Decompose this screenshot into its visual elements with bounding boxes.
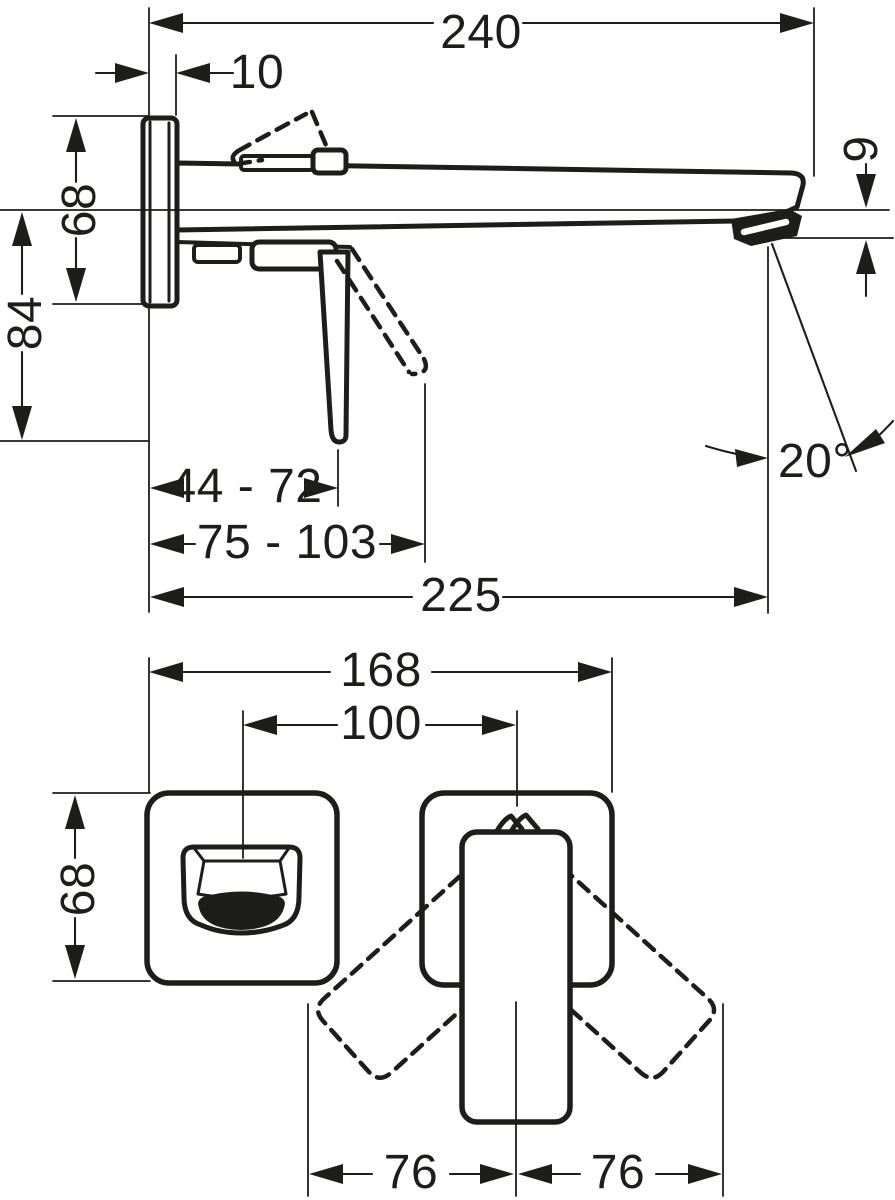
dim-76-pair: 76 76 xyxy=(307,1001,724,1199)
dim-100-label: 100 xyxy=(340,697,422,750)
dim-20deg-label: 20° xyxy=(778,435,852,488)
handle-swung-right-dashed xyxy=(470,844,717,1080)
dim-68-front: 68 xyxy=(52,792,151,982)
dim-240: 240 xyxy=(149,6,815,177)
under-tab xyxy=(192,243,242,264)
dim-84-label: 84 xyxy=(0,296,52,350)
dim-68-side: 68 xyxy=(52,115,149,305)
dim-9: 9 xyxy=(777,135,894,298)
dim-9-label: 9 xyxy=(835,135,888,162)
dim-75-103: 75 - 103 xyxy=(150,383,426,569)
front-view xyxy=(144,790,717,1125)
dimensions: 240 10 68 84 xyxy=(0,6,895,1199)
dim-84: 84 xyxy=(0,212,149,442)
dim-68-side-label: 68 xyxy=(53,183,106,237)
handle-swung-left-dashed xyxy=(315,844,562,1080)
spout-front xyxy=(180,844,303,936)
dim-76-right-label: 76 xyxy=(591,1146,645,1199)
lever-open-dashed xyxy=(334,246,429,377)
dim-168: 168 xyxy=(148,644,613,793)
dim-75-103-label: 75 - 103 xyxy=(197,516,377,569)
dim-225-label: 225 xyxy=(420,569,502,622)
dim-100: 100 xyxy=(242,697,518,859)
jet-angle-line xyxy=(770,242,858,473)
spout-outlet xyxy=(198,891,285,930)
dim-240-label: 240 xyxy=(440,6,522,59)
dim-225: 225 xyxy=(150,246,769,622)
dim-44-72-label: 44 - 72 xyxy=(170,460,323,513)
dim-44-72: 44 - 72 xyxy=(150,449,339,513)
dim-76-left-label: 76 xyxy=(384,1146,438,1199)
lever-raised-dashed xyxy=(230,109,331,167)
lever-side-closed xyxy=(317,249,351,445)
dim-168-label: 168 xyxy=(340,644,422,697)
hot-cold-chevron-icon xyxy=(494,812,541,834)
spout-side xyxy=(174,160,806,233)
dim-20deg: 20° xyxy=(704,242,895,488)
lever-mount-top xyxy=(310,147,349,176)
dim-68-front-label: 68 xyxy=(52,862,105,916)
dim-10: 10 xyxy=(94,46,284,116)
aerator-slit xyxy=(740,218,790,236)
side-view xyxy=(0,7,890,613)
wall-plate-side xyxy=(140,115,180,309)
dim-10-label: 10 xyxy=(230,46,284,99)
